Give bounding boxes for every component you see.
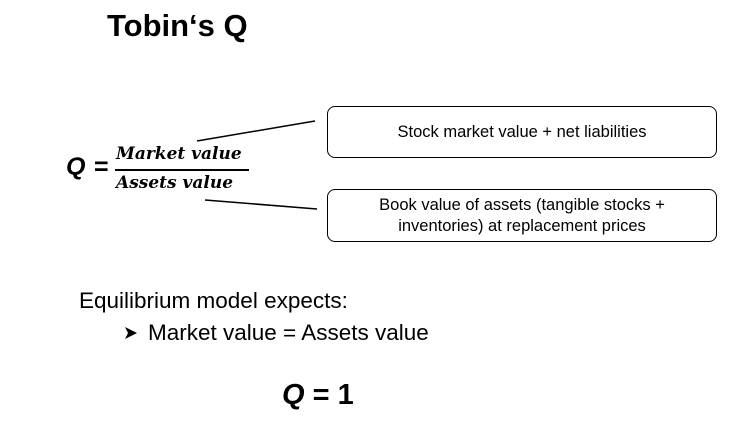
- result-equation: Q = 1: [282, 377, 354, 413]
- fraction-bar: [115, 169, 249, 171]
- denominator-callout-box: Book value of assets (tangible stocks + …: [327, 189, 717, 242]
- slide-title: Tobin‘s Q: [107, 8, 248, 43]
- numerator-callout-text: Stock market value + net liabilities: [397, 122, 647, 141]
- result-q-symbol: Q: [282, 379, 305, 411]
- formula-denominator: Assets value: [116, 173, 234, 193]
- result-value: = 1: [304, 379, 354, 411]
- equilibrium-bullet-text: Market value = Assets value: [148, 320, 429, 345]
- denominator-callout-line-1: Book value of assets (tangible stocks +: [379, 195, 665, 214]
- tobins-q-formula: Q = Market value Assets value: [66, 140, 256, 200]
- arrowhead-bullet-icon: [125, 327, 137, 339]
- formula-q-symbol: Q: [66, 153, 86, 181]
- equilibrium-bullet: Market value = Assets value: [124, 318, 429, 348]
- numerator-connector-line: [196, 120, 316, 142]
- formula-equals-sign: =: [94, 153, 109, 181]
- equilibrium-heading: Equilibrium model expects:: [79, 288, 348, 313]
- denominator-callout-line-2: inventories) at replacement prices: [398, 216, 646, 235]
- formula-numerator: Market value: [116, 144, 242, 164]
- numerator-callout-box: Stock market value + net liabilities: [327, 106, 717, 158]
- denominator-connector-line: [204, 199, 318, 210]
